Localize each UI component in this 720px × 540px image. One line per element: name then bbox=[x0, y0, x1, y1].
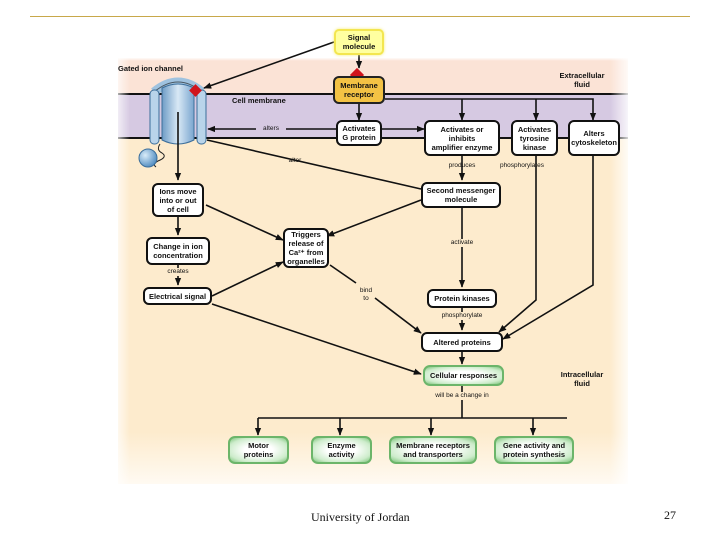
node-cytoskeleton: Alters cytoskeleton bbox=[568, 120, 620, 156]
page-number: 27 bbox=[664, 508, 676, 522]
edge-label-phosphorylates: phosphorylates bbox=[499, 162, 545, 169]
edge-tyrosine-to-altered bbox=[498, 156, 537, 333]
edge-label-alters: alters bbox=[256, 125, 286, 133]
edge-secondmsgr-to-calcium bbox=[326, 199, 422, 237]
node-label: Ions move into or out of cell bbox=[159, 186, 197, 214]
node-ion-concentration: Change in ion concentration bbox=[146, 237, 210, 265]
footer-institution: University of Jordan bbox=[311, 510, 410, 524]
intracellular-label: Intracellular fluid bbox=[560, 370, 604, 388]
node-label: Protein kinases bbox=[434, 294, 490, 303]
binding-site-channel-icon bbox=[189, 84, 202, 97]
ion-ball-icon bbox=[138, 148, 158, 168]
extracellular-label: Extracellular fluid bbox=[559, 71, 605, 89]
node-activates-g-protein: Activates G protein bbox=[336, 120, 382, 146]
node-second-messenger: Second messenger molecule bbox=[421, 182, 501, 208]
node-enzyme-activity: Enzyme activity bbox=[311, 436, 372, 464]
edge-label-creates: creates bbox=[160, 268, 196, 276]
edge-electrical-to-calcium bbox=[211, 261, 284, 297]
node-label: Gene activity and protein synthesis bbox=[502, 441, 566, 459]
node-label: Altered proteins bbox=[433, 337, 491, 347]
node-tyrosine-kinase: Activates tyrosine kinase bbox=[511, 120, 558, 156]
edge-signal-to-channel bbox=[203, 41, 335, 89]
node-signal-molecule: Signal molecule bbox=[334, 29, 384, 55]
node-label: Activates G protein bbox=[342, 124, 376, 142]
node-membrane-receptors-transporters: Membrane receptors and transporters bbox=[389, 436, 477, 464]
edge-label-alter: alter bbox=[288, 157, 302, 164]
node-label: Change in ion concentration bbox=[153, 242, 203, 260]
connectors bbox=[174, 41, 597, 436]
node-label: Alters cytoskeleton bbox=[571, 129, 617, 147]
node-label: Membrane receptor bbox=[340, 81, 378, 99]
node-label: Second messenger molecule bbox=[426, 186, 496, 204]
node-motor-proteins: Motor proteins bbox=[228, 436, 289, 464]
edge-ions-to-calcium bbox=[205, 204, 284, 241]
edge-calcium-to-altered bbox=[329, 264, 357, 284]
edge-electrical-to-responses bbox=[211, 303, 422, 375]
left-fade bbox=[112, 56, 130, 486]
node-cellular-responses: Cellular responses bbox=[423, 365, 504, 386]
node-amplifier-enzyme: Activates or inhibits amplifier enzyme bbox=[424, 120, 500, 156]
node-label: Cellular responses bbox=[429, 371, 498, 380]
node-label: Signal molecule bbox=[342, 33, 376, 51]
node-calcium-release: Triggers release of Ca²⁺ from organelles bbox=[283, 228, 329, 268]
node-ions-move: Ions move into or out of cell bbox=[152, 183, 204, 217]
node-altered-proteins: Altered proteins bbox=[421, 332, 503, 352]
node-electrical-signal: Electrical signal bbox=[143, 287, 212, 305]
node-gene-activity: Gene activity and protein synthesis bbox=[494, 436, 574, 464]
title-rule bbox=[30, 16, 690, 17]
node-membrane-receptor: Membrane receptor bbox=[333, 76, 385, 104]
edge-label-activate: activate bbox=[440, 239, 484, 247]
edge-receptor-bus bbox=[385, 98, 597, 121]
node-label: Motor proteins bbox=[243, 441, 274, 459]
node-label: Enzyme activity bbox=[327, 441, 356, 459]
ion-channel-label: Gated ion channel bbox=[118, 64, 184, 73]
right-fade bbox=[610, 56, 632, 486]
node-protein-kinases: Protein kinases bbox=[427, 289, 497, 308]
edge-label-will-be-change: will be a change in bbox=[420, 392, 504, 400]
edge-label-phosphorylate: phosphorylate bbox=[424, 312, 500, 320]
membrane-label: Cell membrane bbox=[232, 96, 286, 105]
node-label: Triggers release of Ca²⁺ from organelles bbox=[287, 230, 325, 266]
node-label: Activates tyrosine kinase bbox=[517, 124, 552, 152]
edge-cytoskeleton-to-altered bbox=[502, 156, 594, 340]
node-label: Electrical signal bbox=[148, 291, 207, 301]
edge-label-produces: produces bbox=[448, 162, 476, 169]
edge-calcium-to-altered-2 bbox=[374, 297, 422, 334]
node-label: Membrane receptors and transporters bbox=[396, 441, 470, 459]
node-label: Activates or inhibits amplifier enzyme bbox=[431, 124, 493, 152]
edge-channel-to-secondmsgr bbox=[206, 139, 422, 190]
edge-label-bind-to: bind to bbox=[359, 287, 373, 302]
